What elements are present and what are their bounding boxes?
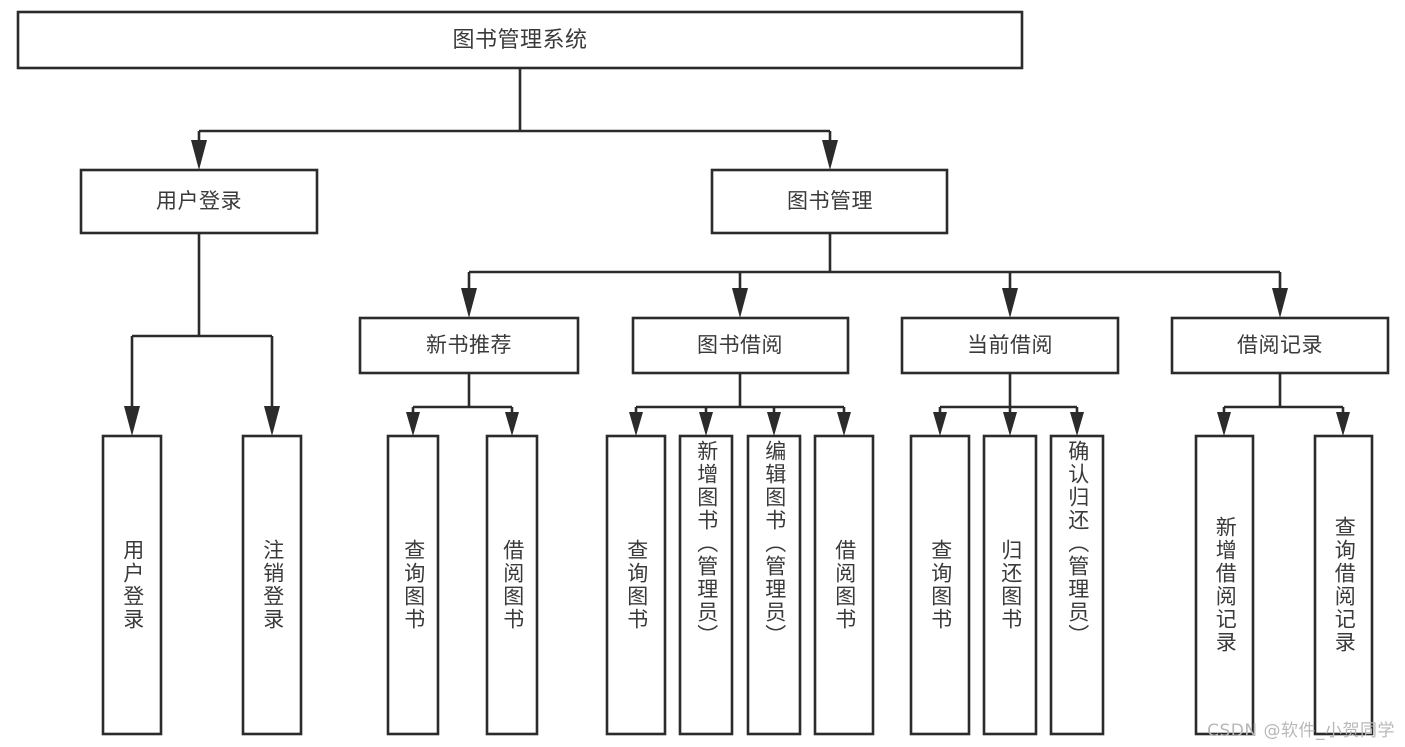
leaf-box-add-record[interactable] [1194,434,1255,736]
arrow-head-current-leaf-1 [933,412,947,436]
leaf-box-query-book-3[interactable] [909,434,971,736]
node-new-book-recommend-label: 新书推荐 [426,333,512,357]
node-book-management[interactable]: 图书管理 [710,168,949,235]
arrow-head-current-leaf-3 [1070,412,1084,436]
arrow-head-newbook-leaf-1 [406,412,420,436]
arrow-head-borrow-record [1272,288,1288,318]
arrow-head-newbook-leaf-2 [505,412,519,436]
arrow-head-borrow-leaf-1 [629,412,643,436]
arrow-head-record-leaf-1 [1217,412,1231,436]
leaf-box-logout[interactable] [241,434,303,736]
leaf-box-query-book-2[interactable] [605,434,667,736]
arrow-head-leaf-user-login [124,406,140,436]
leaf-box-layer [101,434,1374,736]
arrow-head-book-borrow [732,288,748,318]
arrow-head-current-leaf-2 [1003,412,1017,436]
arrow-head-borrow-leaf-2 [699,412,713,436]
node-current-borrow-box[interactable] [900,316,1120,375]
arrow-head-book-mgmt [822,140,838,170]
connector-layer [124,68,1350,436]
arrow-head-new-book-rec [461,288,477,318]
node-root-box[interactable] [16,10,1024,70]
leaf-box-edit-book-admin[interactable] [746,434,802,736]
node-root[interactable]: 图书管理系统 [16,10,1024,70]
leaf-box-borrow-book-2[interactable] [813,434,875,736]
node-book-management-label: 图书管理 [787,189,873,213]
leaf-box-user-login[interactable] [101,434,163,736]
arrow-head-user-login [191,140,207,170]
csdn-watermark: CSDN @软件_小贺同学 [1207,721,1395,741]
leaf-box-query-book-1[interactable] [386,434,440,736]
node-book-management-box[interactable] [710,168,949,235]
node-user-login-label: 用户登录 [156,189,242,213]
arrow-head-record-leaf-2 [1336,412,1350,436]
arrow-head-leaf-logout [264,406,280,436]
node-root-label: 图书管理系统 [452,28,587,53]
node-borrow-record-label: 借阅记录 [1237,333,1323,357]
node-book-borrow-box[interactable] [631,316,850,375]
node-current-borrow[interactable]: 当前借阅 [900,316,1120,375]
node-borrow-record[interactable]: 借阅记录 [1170,316,1390,375]
node-new-book-recommend-box[interactable] [358,316,580,375]
arrow-head-borrow-leaf-3 [767,412,781,436]
arrow-head-borrow-leaf-4 [837,412,851,436]
node-user-login[interactable]: 用户登录 [79,168,319,235]
node-borrow-record-box[interactable] [1170,316,1390,375]
leaf-box-borrow-book-1[interactable] [485,434,539,736]
leaf-box-return-book[interactable] [982,434,1038,736]
leaf-box-add-book-admin[interactable] [678,434,734,736]
node-book-borrow-label: 图书借阅 [697,333,783,357]
leaf-box-query-record[interactable] [1313,434,1374,736]
node-book-borrow[interactable]: 图书借阅 [631,316,850,375]
node-user-login-box[interactable] [79,168,319,235]
leaf-box-confirm-return[interactable] [1049,434,1105,736]
arrow-head-current-borrow [1002,288,1018,318]
node-new-book-recommend[interactable]: 新书推荐 [358,316,580,375]
node-current-borrow-label: 当前借阅 [967,333,1053,357]
